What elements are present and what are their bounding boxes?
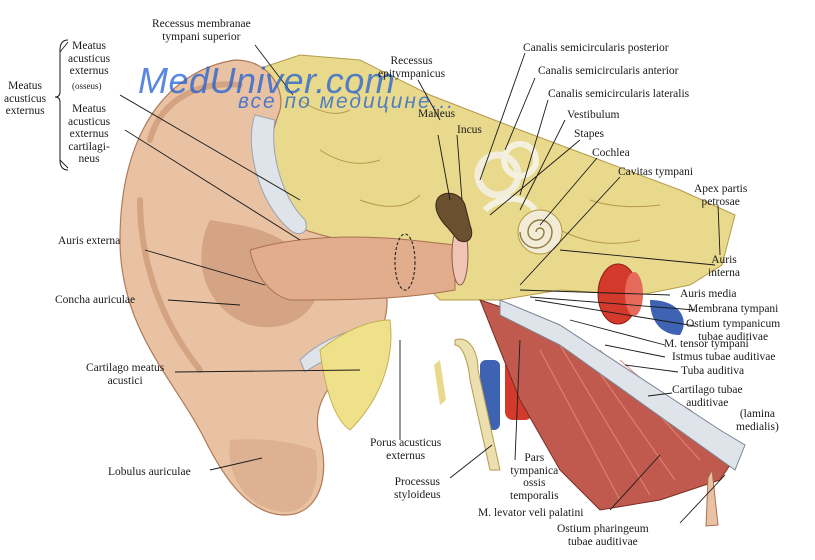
label-auris-media: Auris media bbox=[680, 288, 737, 300]
label-ostium-pharyngeum: Ostium pharingeum tubae auditivae bbox=[557, 523, 649, 548]
cartilage-meatus bbox=[250, 114, 307, 235]
label-auris-externa: Auris externa bbox=[58, 235, 121, 247]
label-auris-interna: Auris interna bbox=[708, 254, 740, 279]
label-malleus: Malleus bbox=[418, 108, 456, 120]
cochlea-spiral bbox=[519, 219, 553, 249]
label-meatus-osseus: Meatus acusticus externus bbox=[68, 40, 111, 77]
auditory-tube-cartilage bbox=[499, 299, 746, 471]
external-canal bbox=[249, 236, 456, 301]
styloid-process bbox=[454, 338, 501, 471]
semicircular-canal-lateral bbox=[482, 195, 538, 213]
label-canalis-posterior: Canalis semicircularis posterior bbox=[523, 42, 669, 54]
label-meatus-group: Meatus acusticus externus bbox=[4, 80, 47, 117]
watermark-tagline: все по медицине... bbox=[238, 90, 456, 113]
label-meatus-cartilagineus: Meatus acusticus externus cartilagi- neu… bbox=[68, 103, 111, 165]
label-recessus-epitympanicus: Recessus epitympanicus bbox=[378, 55, 446, 80]
lobule bbox=[229, 439, 318, 512]
tube-ending bbox=[705, 468, 719, 527]
helix bbox=[137, 81, 243, 373]
vein-back bbox=[650, 300, 684, 335]
label-cavitas-tympani: Cavitas tympani bbox=[618, 166, 694, 178]
fatty-tissue bbox=[319, 319, 392, 431]
porus-ring bbox=[394, 233, 416, 291]
label-stapes: Stapes bbox=[574, 128, 605, 140]
label-vestibulum: Vestibulum bbox=[567, 109, 620, 121]
watermark-site: MedUniver.com bbox=[138, 60, 396, 101]
label-osseus-note: (osseus) bbox=[72, 81, 102, 91]
label-recessus-membranae: Recessus membranae tympani superior bbox=[152, 18, 251, 43]
label-pars-tympanica: Pars tympanica ossis temporalis bbox=[510, 452, 559, 502]
label-tuba-auditiva: Tuba auditiva bbox=[681, 365, 745, 377]
ossicles bbox=[435, 192, 473, 243]
label-canalis-lateralis: Canalis semicircularis lateralis bbox=[548, 88, 690, 100]
cochlea-shell bbox=[517, 209, 563, 255]
label-processus: Processus styloideus bbox=[394, 476, 441, 501]
label-cartilago-tubae: Cartilago tubae auditivae bbox=[672, 384, 743, 409]
muscle-fibers bbox=[539, 344, 716, 501]
label-cartilago-meatus: Cartilago meatus acustici bbox=[86, 362, 165, 387]
label-porus: Porus acusticus externus bbox=[370, 437, 442, 462]
meatus-bracket bbox=[54, 39, 69, 171]
label-incus: Incus bbox=[457, 124, 482, 136]
label-cochlea: Cochlea bbox=[592, 147, 630, 159]
label-ostium-tympanicum: Ostium tympanicum tubae auditivae bbox=[686, 318, 781, 343]
label-lobulus: Lobulus auriculae bbox=[108, 466, 191, 478]
leader-lines bbox=[59, 41, 726, 524]
label-istmus: Istmus tubae auditivae bbox=[672, 351, 776, 363]
bone-fragment bbox=[434, 360, 446, 405]
label-apex-partis: Apex partis petrosae bbox=[694, 183, 748, 208]
label-lamina: (lamina medialis) bbox=[736, 408, 779, 433]
label-m-levator: M. levator veli palatini bbox=[478, 507, 584, 519]
semicircular-canal-anterior bbox=[501, 141, 539, 179]
label-canalis-anterior: Canalis semicircularis anterior bbox=[538, 65, 679, 77]
label-concha: Concha auriculae bbox=[55, 294, 136, 306]
label-m-tensor: M. tensor tympani bbox=[664, 338, 749, 350]
bone-texture bbox=[299, 99, 661, 244]
label-membrana-tympani: Membrana tympani bbox=[688, 303, 779, 315]
